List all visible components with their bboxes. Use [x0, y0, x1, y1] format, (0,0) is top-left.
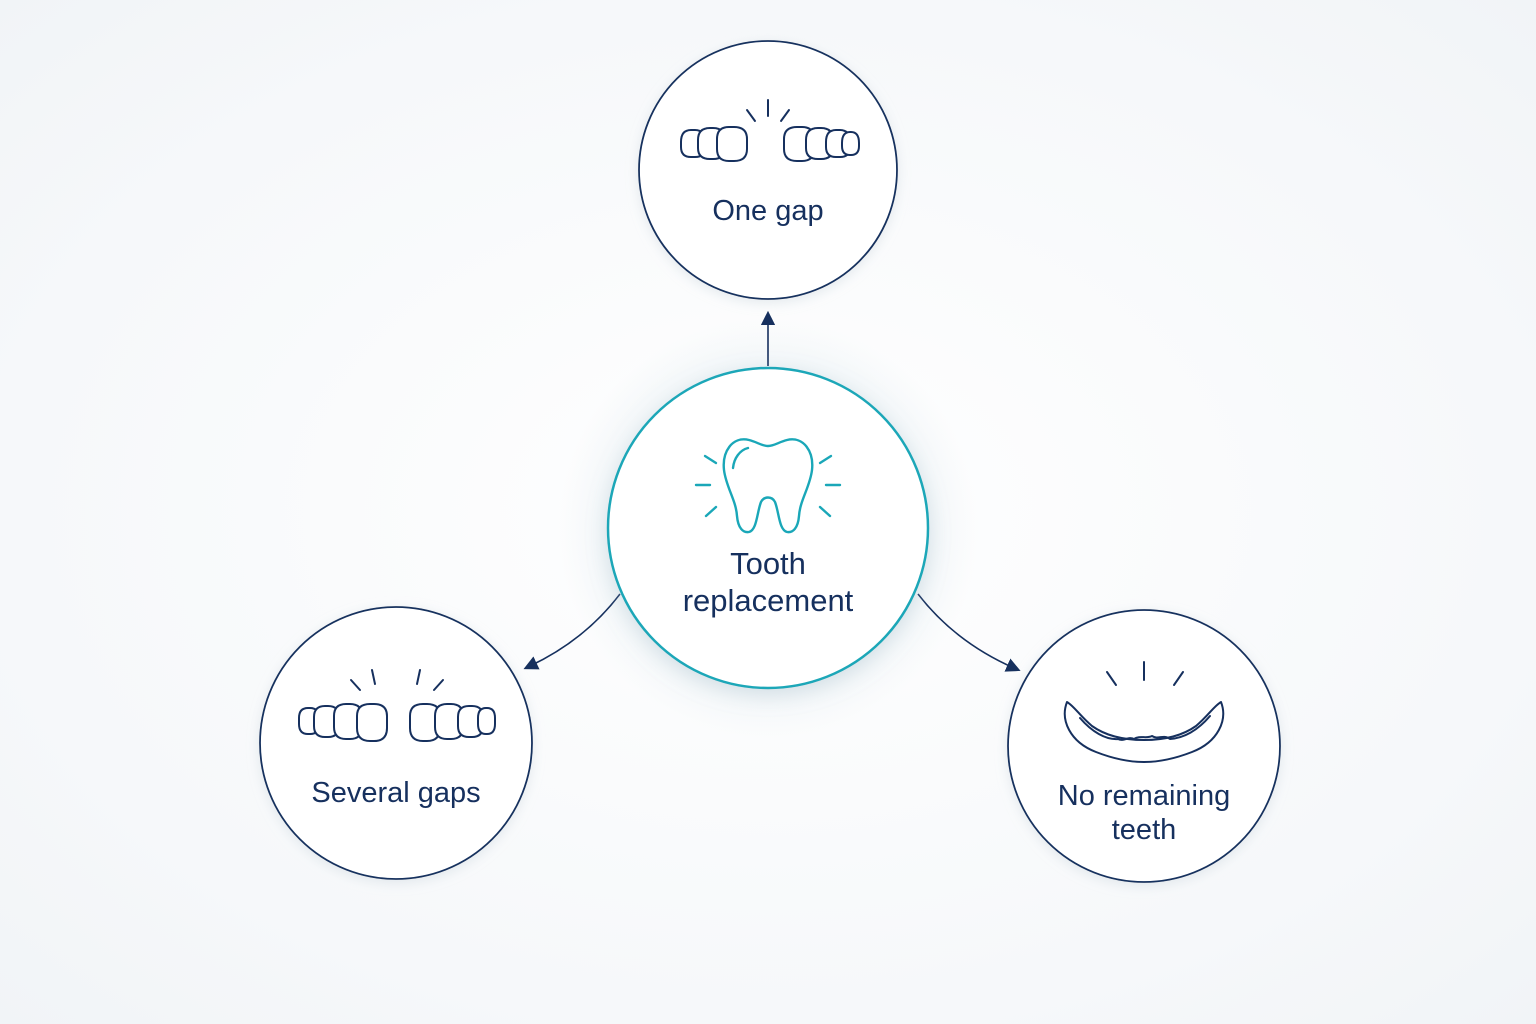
- no-teeth-label: No remaining teeth: [1024, 779, 1264, 847]
- node-one-gap-circle: [638, 40, 898, 300]
- node-center[interactable]: [606, 366, 930, 690]
- toothless-gum-icon: [1063, 661, 1225, 763]
- tooth-icon: [694, 438, 842, 534]
- connector-no-teeth: [917, 593, 1021, 672]
- node-no-teeth[interactable]: [1007, 609, 1281, 883]
- node-several-gaps[interactable]: [259, 606, 533, 880]
- center-title-line1: Tooth: [730, 546, 806, 581]
- connectors: [523, 310, 1021, 672]
- several-gaps-label: Several gaps: [311, 777, 481, 809]
- teeth-one-gap-icon: [680, 99, 860, 162]
- node-center-circle: [606, 366, 930, 690]
- connector-several-gaps: [523, 593, 621, 670]
- center-title-line2: replacement: [682, 582, 854, 618]
- no-teeth-label-line2: teeth: [1111, 814, 1177, 847]
- no-teeth-label-line1: No remaining: [1057, 780, 1231, 812]
- one-gap-label: One gap: [712, 195, 824, 227]
- center-title: Tooth replacement: [648, 546, 888, 619]
- node-one-gap[interactable]: [638, 40, 898, 300]
- node-no-teeth-circle: [1007, 609, 1281, 883]
- teeth-several-gaps-icon: [298, 669, 496, 742]
- node-several-gaps-circle: [259, 606, 533, 880]
